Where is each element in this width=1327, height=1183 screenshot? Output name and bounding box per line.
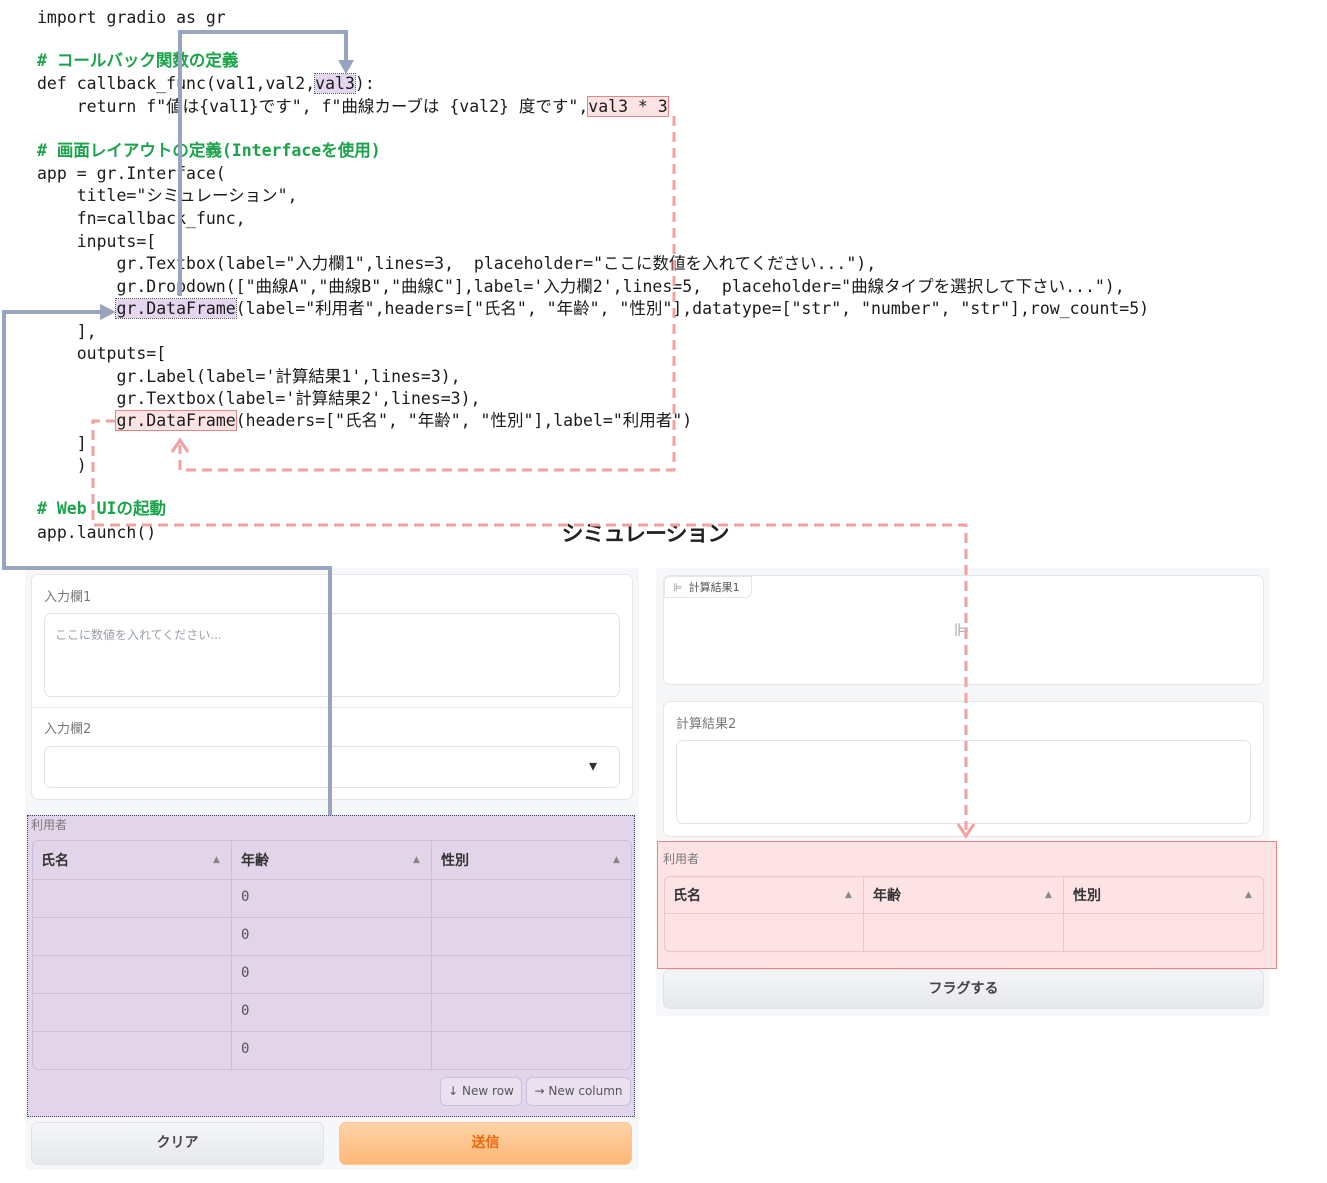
code-line: app = gr.Interface( [37,164,226,183]
new-row-button[interactable]: ↓ New row [440,1077,522,1106]
sort-icon[interactable]: ▲ [845,890,852,900]
chart-icon: ⊫ [673,581,683,594]
code-line: gr.DataFrame(headers=["氏名", "年齢", "性別"],… [37,410,692,432]
output-df-label: 利用者 [663,852,700,866]
table-header [33,841,631,880]
highlight-output-dataframe: gr.DataFrame [115,410,237,431]
output-df-table: 氏名 ▲ 年齢 ▲ 性別 ▲ [664,876,1264,952]
output2-card: 計算結果2 [663,701,1264,837]
sort-icon[interactable]: ▲ [213,855,220,865]
table-cell[interactable]: 0 [241,965,250,981]
output-dataframe: 利用者 氏名 ▲ 年齢 ▲ 性別 ▲ [657,841,1277,969]
code-line: def callback_func(val1,val2,val3): [37,73,375,95]
flag-button[interactable]: フラグする [663,969,1264,1009]
input-df-table: 氏名 ▲ 年齢 ▲ 性別 ▲ 0 0 0 0 0 [32,840,632,1070]
code-line: ] [37,434,87,453]
header-name[interactable]: 氏名 [41,853,69,869]
code-text: def callback_func(val1,val2, [37,74,316,93]
code-line: outputs=[ [37,344,167,363]
highlight-val3: val3 [314,73,356,94]
output2-textarea[interactable] [676,740,1251,824]
output1-card: ⊫ 計算結果1 ⊫ [663,575,1264,685]
code-line: title="シミュレーション", [37,186,298,205]
row-divider [33,917,631,918]
code-line: gr.Textbox(label="入力欄1",lines=3, placeho… [37,254,877,273]
code-text [37,411,116,430]
input-card: 入力欄1 ここに数値を入れてください... 入力欄2 ▾ [31,574,633,800]
new-column-label: New column [548,1084,623,1098]
code-comment: # 画面レイアウトの定義(Interfaceを使用) [37,141,381,160]
code-line: gr.DataFrame(label="利用者",headers=["氏名", … [37,298,1149,320]
code-line: gr.Textbox(label='計算結果2',lines=3), [37,389,481,408]
input-df-label: 利用者 [31,818,68,832]
input-dataframe: 利用者 氏名 ▲ 年齢 ▲ 性別 ▲ 0 0 0 0 0 ↓ New row →… [27,815,635,1117]
label-placeholder-icon: ⊫ [954,620,970,641]
table-header [665,877,1263,914]
sort-icon[interactable]: ▲ [613,855,620,865]
new-row-label: New row [462,1084,514,1098]
row-divider [33,993,631,994]
input1-label: 入力欄1 [44,590,92,605]
arrowhead-icon [338,60,354,74]
new-column-button[interactable]: → New column [526,1077,631,1106]
code-text: (label="利用者",headers=["氏名", "年齢", "性別"],… [235,299,1150,318]
header-age[interactable]: 年齢 [241,853,269,869]
table-cell[interactable]: 0 [241,889,250,905]
chevron-down-icon: ▾ [588,756,597,775]
code-text: return f"値は{val1}です", f"曲線カーブは {val2} 度で… [37,97,589,116]
highlight-return-val3: val3 * 3 [587,96,669,117]
header-age[interactable]: 年齢 [873,888,901,904]
app-title: シミュレーション [561,522,729,547]
code-line: return f"値は{val1}です", f"曲線カーブは {val2} 度で… [37,96,669,118]
output1-label-tag: ⊫ 計算結果1 [664,576,752,598]
input2-label: 入力欄2 [44,722,92,737]
code-line: ) [37,456,87,475]
code-comment: # コールバック関数の定義 [37,51,239,70]
clear-button[interactable]: クリア [31,1122,324,1165]
header-gender[interactable]: 性別 [441,853,469,869]
col-divider [863,877,864,951]
header-gender[interactable]: 性別 [1073,888,1101,904]
divider [32,707,632,708]
code-text: ): [354,74,375,93]
table-cell[interactable]: 0 [241,1041,250,1057]
highlight-input-dataframe: gr.DataFrame [115,298,237,319]
output2-label: 計算結果2 [676,717,737,732]
code-line: gr.Dropdown(["曲線A","曲線B","曲線C"],label='入… [37,277,1125,296]
output1-label: 計算結果1 [688,581,740,594]
code-line: import gradio as gr [37,8,226,27]
table-cell[interactable]: 0 [241,927,250,943]
input2-dropdown[interactable]: ▾ [44,746,620,788]
code-text [37,299,116,318]
code-line: fn=callback_func, [37,209,246,228]
sort-icon[interactable]: ▲ [413,855,420,865]
submit-button[interactable]: 送信 [339,1122,632,1165]
code-line: inputs=[ [37,232,157,251]
row-divider [33,1031,631,1032]
arrow-right-icon: → [534,1084,545,1098]
input1-textarea[interactable]: ここに数値を入れてください... [44,613,620,697]
code-text: (headers=["氏名", "年齢", "性別"],label="利用者") [235,411,693,430]
sort-icon[interactable]: ▲ [1245,890,1252,900]
code-line: gr.Label(label='計算結果1',lines=3), [37,367,461,386]
arrow-down-icon: ↓ [448,1084,459,1098]
code-line: ], [37,322,97,341]
table-cell[interactable]: 0 [241,1003,250,1019]
col-divider [1063,877,1064,951]
arrowhead-icon [170,437,190,453]
sort-icon[interactable]: ▲ [1045,890,1052,900]
row-divider [33,955,631,956]
input1-placeholder: ここに数値を入れてください... [55,628,222,642]
header-name[interactable]: 氏名 [673,888,701,904]
